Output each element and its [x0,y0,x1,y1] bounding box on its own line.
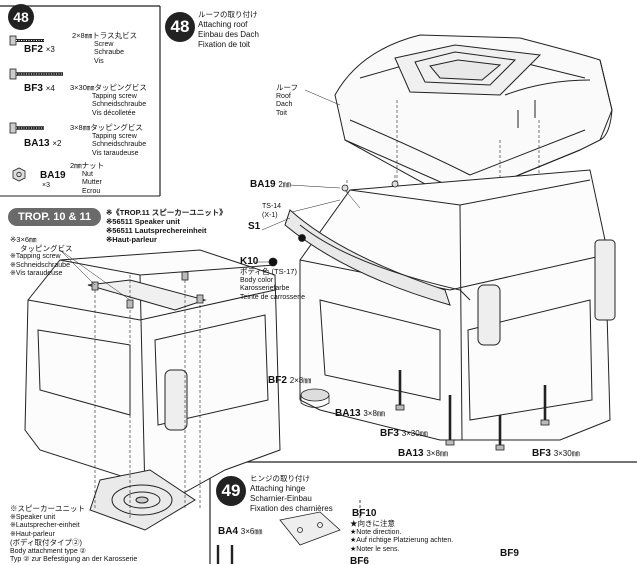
hinge-part [216,500,361,564]
trop-speaker-note: ※《TROP.11 スピーカーユニット》 ※56511 Speaker unit… [106,208,227,244]
part-desc: 2×8㎜トラス丸ビス Screw Schraube Vis [72,31,138,65]
bf3-screw-icon [9,68,63,80]
k10-color-note: ボディ色 (TS-17) Body color Karosseriefarbe … [240,267,305,301]
part-code: BA19 [40,170,66,181]
step-48-title: ルーフの取り付け Attaching roof Einbau des Dach … [198,10,259,49]
ts14-callout: TS-14 (X-1) [262,203,282,219]
part-desc: 3×30㎜タッピングビス Tapping screw Schneidschrau… [70,83,147,117]
bf9-callout: BF9 [500,548,519,559]
cab-left [24,249,281,531]
step-49-badge: 49 [216,476,246,506]
ba13-callout-b: BA13 3×8㎜ [398,448,448,459]
ba4-callout: BA4 3×6㎜ [218,526,263,537]
trop-pill: TROP. 10 & 11 [8,208,102,226]
ba19-nut-icon [12,167,26,182]
part-code: BF2 ×3 [24,44,55,55]
trop-bottom-note: ※スピーカーユニット ※Speaker unit ※Lautsprecher-e… [10,504,138,563]
bf10-callout: BF10 [352,508,377,519]
bf2-callout: BF2 2×8㎜ [268,375,312,386]
ba13-callout: BA13 3×8㎜ [335,408,385,419]
roof-part [334,34,613,196]
k10-callout: K10 [240,256,259,267]
bf10-note: ★向きに注意 ★Note direction. ★Auf richtige Pl… [350,519,454,553]
roof-label: ルーフ Roof Dach Toit [276,83,299,117]
part-code: BA13 ×2 [24,138,62,149]
part-desc: 2㎜ナット Nut Mutter Ecrou [70,161,105,195]
bf-partial-callout: BF6 [350,556,369,564]
step-48-badge: 48 [165,12,195,42]
s1-callout: S1 [248,221,261,232]
ba13-screw-icon [9,122,44,134]
cab-right [299,169,616,441]
part-qty: ×3 [42,182,50,189]
step-48-badge-small: 48 [8,4,34,30]
ba19-callout: BA19 2㎜ [250,179,291,190]
visor-part [284,209,471,306]
bf3-callout-b: BF3 3×30㎜ [532,448,580,459]
part-code: BF3 ×4 [24,83,55,94]
part-desc: 3×8㎜タッピングビス Tapping screw Schneidschraub… [70,123,147,157]
step-49-title: ヒンジの取り付け Attaching hinge Scharnier-Einba… [250,474,333,513]
bf2-screw-icon [9,35,44,46]
bf3-callout-a: BF3 3×30㎜ [380,428,428,439]
trop-screw-note: ※3×6㎜ タッピングビス ※Tapping screw ※Schneidsch… [10,235,73,277]
